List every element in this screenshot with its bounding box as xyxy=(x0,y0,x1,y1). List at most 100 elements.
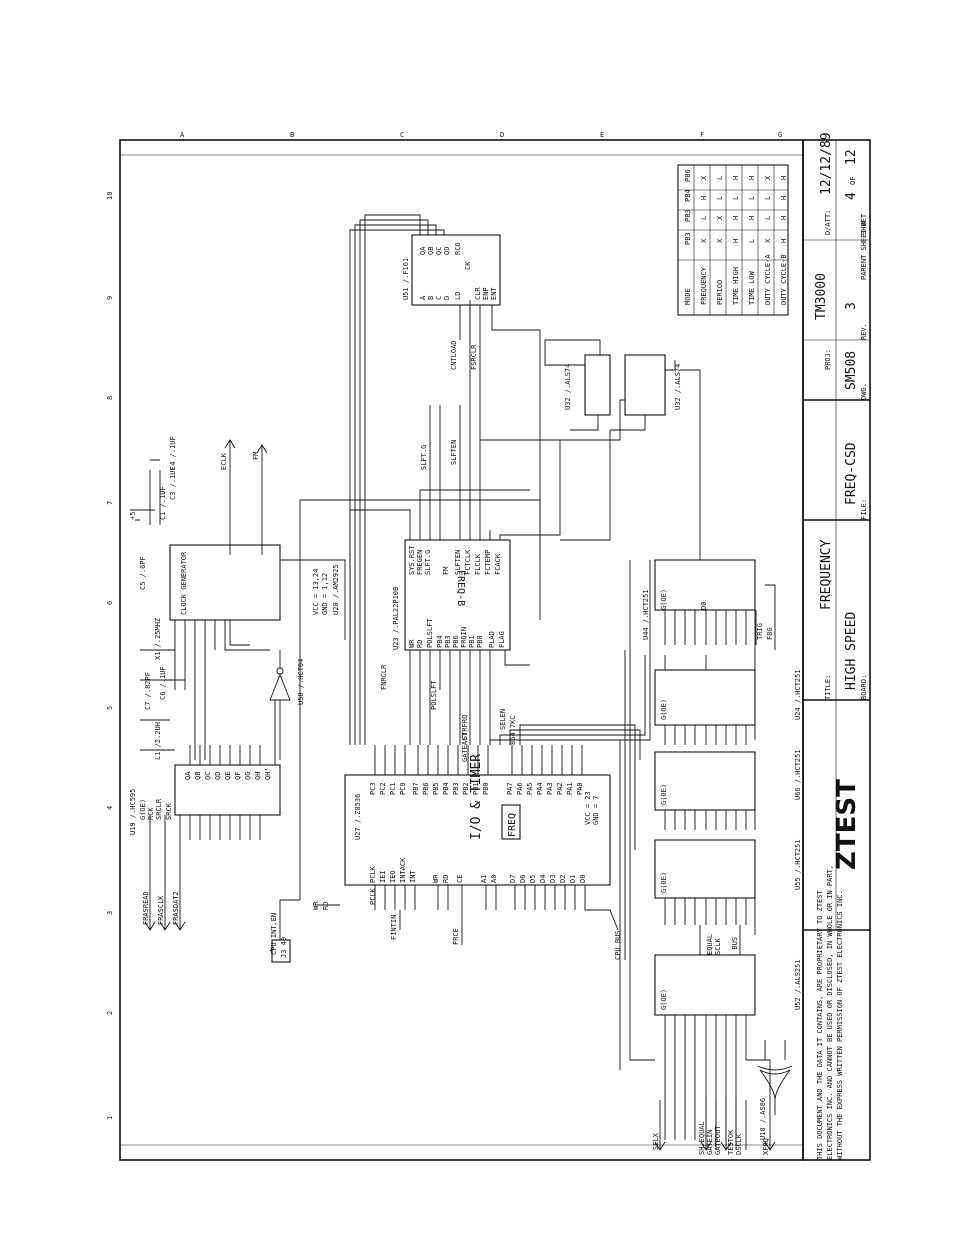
pin: G(OE) xyxy=(660,989,668,1010)
pin: FCACK xyxy=(494,553,502,575)
u23-label: U23 /.PAL22P10B xyxy=(392,587,400,650)
pin: D1 xyxy=(569,875,577,883)
pin: PB6 xyxy=(452,635,460,648)
fintin-label: FINTIN xyxy=(390,915,398,940)
cell: L xyxy=(716,196,724,200)
u51-counter: U51 /.F161 A B C D LD CLR ENP ENT QA QB … xyxy=(349,214,541,745)
pin: QB xyxy=(194,772,202,780)
u32b-label: U32 /.ALS74 xyxy=(674,364,682,410)
pin: PB3 xyxy=(452,782,460,795)
polslft-label: POLSLFT xyxy=(430,680,438,710)
u27-vcc: VCC = 23 xyxy=(584,791,592,825)
pin: PB4 xyxy=(442,782,450,795)
cell: H xyxy=(780,239,788,243)
cell: L xyxy=(748,196,756,200)
cell: L xyxy=(764,216,772,220)
pin: D0 xyxy=(579,875,587,883)
pin: QE xyxy=(224,772,232,780)
sheet-number: 4 xyxy=(844,192,859,200)
grid-number-6: 6 xyxy=(106,601,114,605)
pin: PB1 xyxy=(468,635,476,648)
pin: PB7 xyxy=(412,782,420,795)
pin: PB1 xyxy=(472,782,480,795)
u24-label: U24 /.HCT251 xyxy=(794,669,802,720)
pin: SLFT.G xyxy=(424,550,432,575)
grid-number-2: 2 xyxy=(106,1011,114,1015)
u58-inverter: U58 /.HCT04 xyxy=(269,650,305,760)
mux-u44: U44 /.HCT251 G(OE) D0 TRIG F8G xyxy=(642,559,776,680)
parent-sheet-label: PARENT SHEET # xyxy=(860,220,868,280)
pin: PA1 xyxy=(566,782,574,795)
notice-line-3: WITHOUT THE EXPRESS WRITTEN PERMISSION O… xyxy=(836,890,844,1160)
grid-number-3: 3 xyxy=(106,911,114,915)
mux-u52: U52 /.ALS251 G(OE) xyxy=(654,954,802,1150)
testok-label: TESTOK xyxy=(727,1129,735,1155)
pin: PB5 xyxy=(432,782,440,795)
grid-number-1: 1 xyxy=(106,1116,114,1120)
dwg-label: DWG. xyxy=(860,383,868,400)
pin: RCK xyxy=(147,807,155,820)
cpu-int-label: CPU.INT.EN xyxy=(270,913,278,955)
drawing-date: 12/12/89 xyxy=(819,132,834,195)
cell: H xyxy=(732,216,740,220)
wr-label: WR xyxy=(312,901,320,910)
mode-header: MODE xyxy=(684,288,692,305)
c1-label: C1 /.1UF xyxy=(159,486,167,520)
rev-number: 3 xyxy=(844,302,859,310)
slft-g-label: SLFT.G xyxy=(420,445,428,470)
gatein-label: GATEIN xyxy=(706,1130,714,1155)
dsclk-label: DSCLK xyxy=(735,1133,743,1155)
pin: WR xyxy=(432,874,440,883)
slften-label: SLFTEN xyxy=(450,440,458,465)
pclk-label: PCLK xyxy=(369,887,377,905)
cell: H xyxy=(732,176,740,180)
c3-label: C3 /.1UF xyxy=(169,466,177,500)
u19-shift-register: U19 /.HC595 G(OE) RCK SRCLR SRCK QA QB Q… xyxy=(129,700,281,931)
pin: QA xyxy=(419,246,427,255)
u52-label: U52 /.ALS251 xyxy=(794,959,802,1010)
pin: SRCLR xyxy=(155,798,163,820)
cell: L xyxy=(732,196,740,200)
pin: G(OE) xyxy=(660,872,668,893)
u55-label: U55 /.HCT251 xyxy=(794,839,802,890)
drawing-frame xyxy=(119,139,871,1161)
grid-number-9: 9 xyxy=(106,296,114,300)
pin: A1 xyxy=(480,875,488,883)
pin: PB6 xyxy=(422,782,430,795)
pin: QH xyxy=(254,772,262,780)
mode-row-frequency: FREQUENCY xyxy=(700,266,708,305)
pin: D xyxy=(443,296,451,300)
pin: PA0 xyxy=(576,782,584,795)
board-label: BOARD: xyxy=(860,675,868,700)
grid-letter-g: G xyxy=(778,131,782,139)
frce-label: FRCE xyxy=(452,928,460,945)
pin: PA3 xyxy=(546,782,554,795)
x1-label: X1 /.25MHZ xyxy=(154,618,162,660)
company-logo: ZTEST xyxy=(832,779,862,870)
pin: G(OE) xyxy=(660,699,668,720)
mux-u24: U24 /.HCT251 G(OE) xyxy=(654,655,802,745)
cell: H xyxy=(748,216,756,220)
drawing-title: HIGH SPEED xyxy=(844,612,859,690)
cell: L xyxy=(748,239,756,243)
pin: ENT xyxy=(490,287,498,300)
cell: X xyxy=(700,238,708,243)
pin: RD xyxy=(416,640,424,648)
pin: D7 xyxy=(509,875,517,883)
u20-inner-label: CLOCK GENERATOR xyxy=(180,551,188,615)
pin: PLAD xyxy=(488,631,496,648)
c6-label: C6 /.1UF xyxy=(159,666,167,700)
bottom-signals: SELX SH.EQUAL GATEIN GATEOUT TESTOK DSCL… xyxy=(652,1100,776,1155)
mode-row-duty-a: DUTY CYCLE-A xyxy=(764,254,772,305)
pin: PB0 xyxy=(482,782,490,795)
file-name: FREQ-CSD xyxy=(844,442,859,505)
pin: LD xyxy=(454,292,462,300)
pin: SYS.RST xyxy=(408,545,416,575)
u32a-label: U32 /.ALS74 xyxy=(564,364,572,410)
pin: QB xyxy=(427,247,435,255)
drawing-subtitle: FREQUENCY xyxy=(819,539,834,610)
pin: QD xyxy=(443,247,451,255)
grid-numbers: 1 2 3 4 5 6 7 8 9 10 xyxy=(106,192,114,1120)
interconnect-wires xyxy=(299,369,701,1070)
